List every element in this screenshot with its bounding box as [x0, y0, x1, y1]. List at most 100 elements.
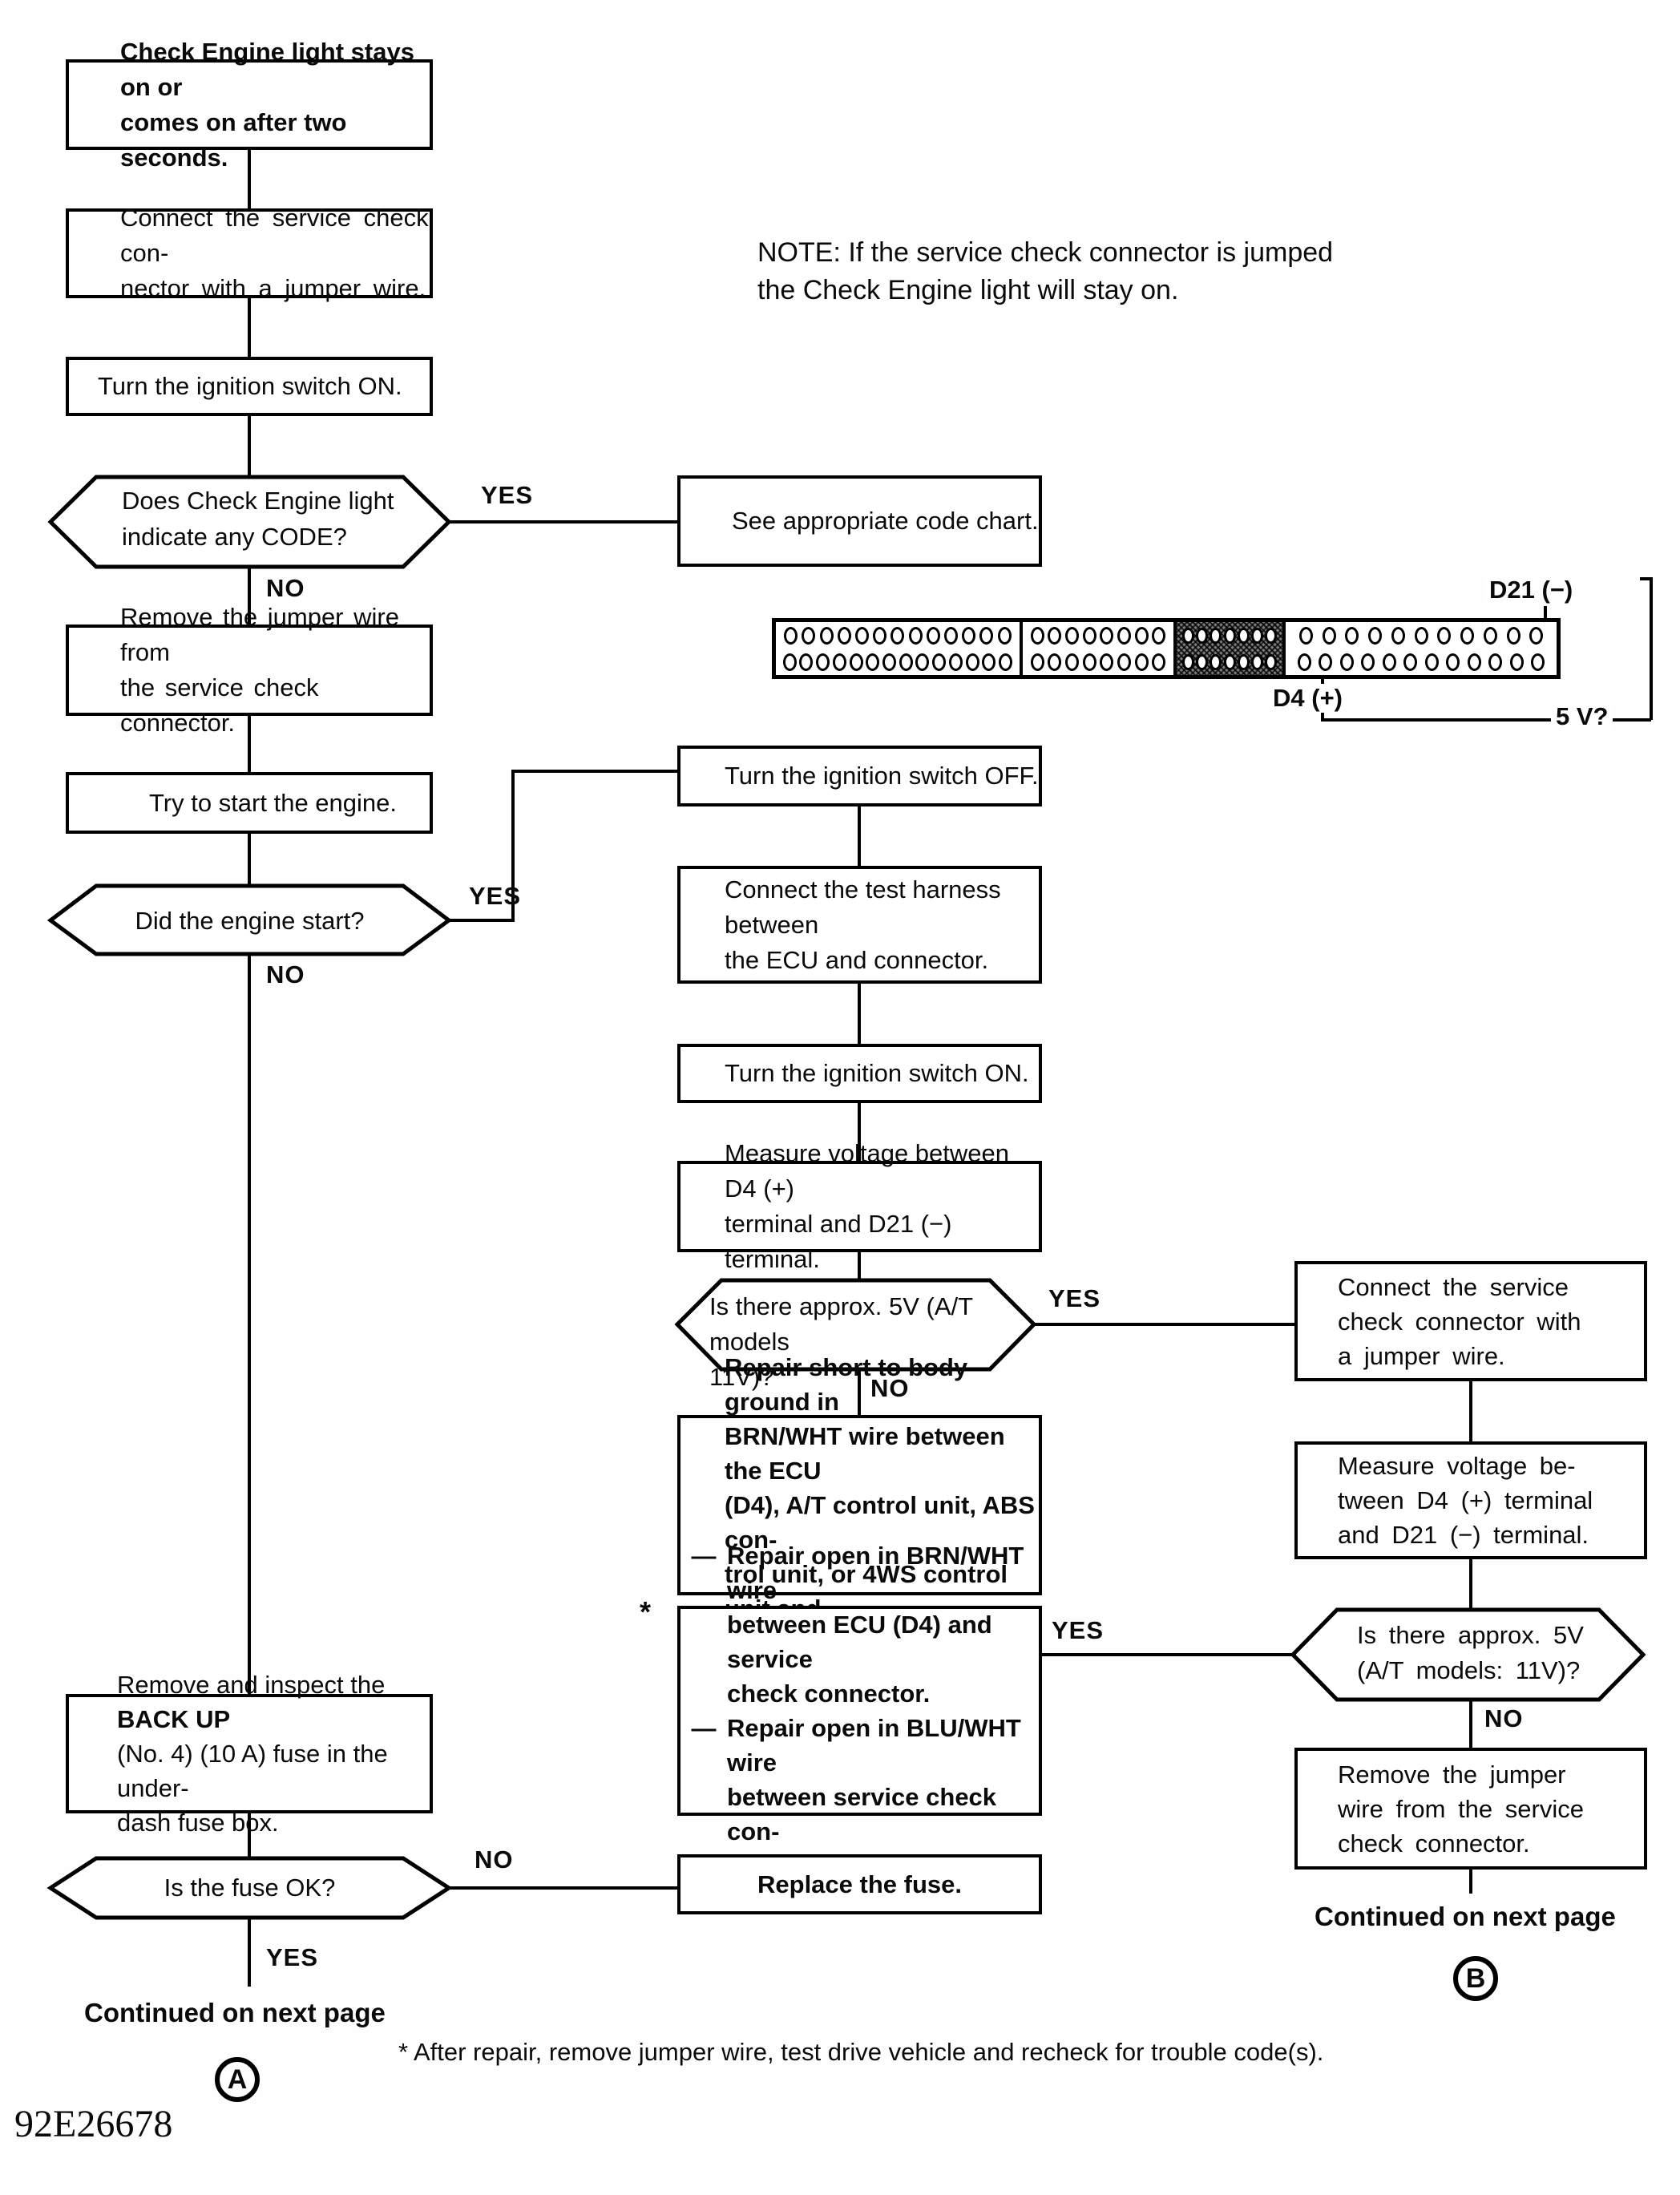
pin-icon — [932, 653, 947, 671]
pin-row — [776, 649, 1020, 675]
d4-terminal-label: D4 (+) — [1268, 684, 1347, 713]
pin-icon — [908, 626, 923, 645]
text-line: the ECU and connector. — [725, 945, 989, 974]
pin-icon — [799, 653, 814, 671]
pin-icon — [965, 653, 979, 671]
text-line: between service check con- — [727, 1783, 997, 1845]
voltmeter-label: 5 V? — [1551, 702, 1613, 731]
node-ignition-off: Turn the ignition switch OFF. — [677, 746, 1042, 806]
pin-icon — [819, 626, 834, 645]
text-line: Is there approx. 5V (A/T models — [709, 1292, 973, 1356]
note-text: NOTE: If the service check connector is … — [757, 234, 1333, 309]
pin-icon — [1030, 626, 1044, 645]
pin-icon — [1082, 653, 1096, 671]
pin-icon — [1264, 653, 1277, 670]
inspect-fuse-line1-bold: BACK UP — [117, 1705, 231, 1733]
pin-icon — [837, 626, 851, 645]
text-line: Is there approx. 5V — [1357, 1621, 1584, 1649]
node-code-chart: See appropriate code chart. — [677, 475, 1042, 567]
pin-icon — [1030, 653, 1044, 671]
connector-segment-hatched — [1177, 622, 1286, 675]
pin-icon — [1196, 653, 1209, 670]
pin-icon — [1339, 653, 1354, 671]
bullet-dash-icon: — — [691, 1714, 717, 1742]
pin-icon — [1223, 627, 1236, 644]
pin-icon — [1100, 626, 1114, 645]
repair-open-item1-text: Repair open in BRN/WHT wire between ECU (… — [727, 1538, 1039, 1711]
pin-icon — [1509, 653, 1524, 671]
pin-icon — [1182, 627, 1195, 644]
pin-icon — [1488, 653, 1503, 671]
text-line: check connector. — [1338, 1829, 1530, 1857]
pin-icon — [1319, 653, 1333, 671]
pin-icon — [1134, 626, 1149, 645]
repair-open-asterisk: * — [640, 1595, 652, 1628]
pin-icon — [1250, 627, 1263, 644]
text-line: wire from the service — [1338, 1794, 1584, 1823]
text-line: Turn the ignition switch ON. — [98, 372, 402, 400]
label-yes-code: YES — [481, 481, 534, 509]
pin-icon — [1117, 626, 1131, 645]
pin-icon — [1064, 626, 1079, 645]
text-line: Is the fuse OK? — [164, 1874, 336, 1902]
pin-icon — [1483, 626, 1497, 645]
text-line: Repair open in BRN/WHT wire — [727, 1542, 1024, 1604]
pin-icon — [1382, 653, 1396, 671]
text-line: tween D4 (+) terminal — [1338, 1486, 1593, 1514]
pin-row — [776, 622, 1020, 649]
pin-row — [1286, 649, 1557, 675]
pin-icon — [982, 653, 996, 671]
pin-icon — [1196, 627, 1209, 644]
pin-icon — [962, 626, 976, 645]
decision-engine-start-shape — [46, 883, 453, 956]
pin-icon — [849, 653, 863, 671]
node-inspect-fuse: Remove and inspect the BACK UP (No. 4) (… — [66, 1671, 433, 1837]
pin-row — [1023, 649, 1173, 675]
pin-icon — [784, 626, 798, 645]
pin-icon — [1424, 653, 1439, 671]
connector-segment — [1286, 622, 1557, 675]
text-line: Turn the ignition switch OFF. — [725, 762, 1039, 790]
text-line: Measure voltage be- — [1338, 1452, 1576, 1480]
pin-icon — [1117, 653, 1131, 671]
connector-ref-a: A — [215, 2057, 260, 2102]
pin-icon — [1152, 626, 1166, 645]
pin-icon — [1082, 626, 1096, 645]
pin-icon — [1048, 626, 1062, 645]
pin-icon — [782, 653, 797, 671]
continued-left-text: Continued on next page — [84, 1998, 386, 2027]
label-yes-voltage: YES — [1048, 1284, 1101, 1312]
pin-icon — [1446, 653, 1460, 671]
label-yes-fuse: YES — [266, 1943, 319, 1971]
text-line: indicate any CODE? — [122, 523, 347, 551]
label-no-code: NO — [266, 574, 305, 602]
text-line: dash fuse box. — [117, 1809, 279, 1837]
pin-icon — [1250, 653, 1263, 670]
d21-terminal-label: D21 (−) — [1484, 576, 1578, 604]
text-line: (D4), A/T control unit, ABS con- — [725, 1491, 1035, 1554]
pin-icon — [1506, 626, 1520, 645]
pin-icon — [882, 653, 897, 671]
pin-row — [1177, 622, 1282, 649]
text-line: nector with a jumper wire. — [120, 274, 426, 302]
pin-icon — [1467, 653, 1481, 671]
pin-icon — [1529, 626, 1544, 645]
pin-icon — [1437, 626, 1452, 645]
label-no-voltage2: NO — [1484, 1704, 1524, 1732]
label-yes-voltage2: YES — [1052, 1616, 1105, 1644]
decision-voltage2-shape — [1290, 1607, 1646, 1702]
edge-startq-yes-elbow — [449, 770, 677, 922]
pin-icon — [948, 653, 963, 671]
text-line: between ECU (D4) and service — [727, 1611, 992, 1673]
inspect-fuse-rest: (No. 4) (10 A) fuse in the under-dash fu… — [117, 1736, 430, 1840]
text-line: Try to start the engine. — [149, 788, 398, 817]
pin-icon — [1264, 627, 1277, 644]
text-line: Measure voltage between D4 (+) — [725, 1139, 1010, 1203]
pin-icon — [1403, 653, 1418, 671]
text-line: See appropriate code chart. — [732, 507, 1039, 535]
pin-icon — [1048, 653, 1062, 671]
decision-code-shape — [47, 475, 452, 569]
